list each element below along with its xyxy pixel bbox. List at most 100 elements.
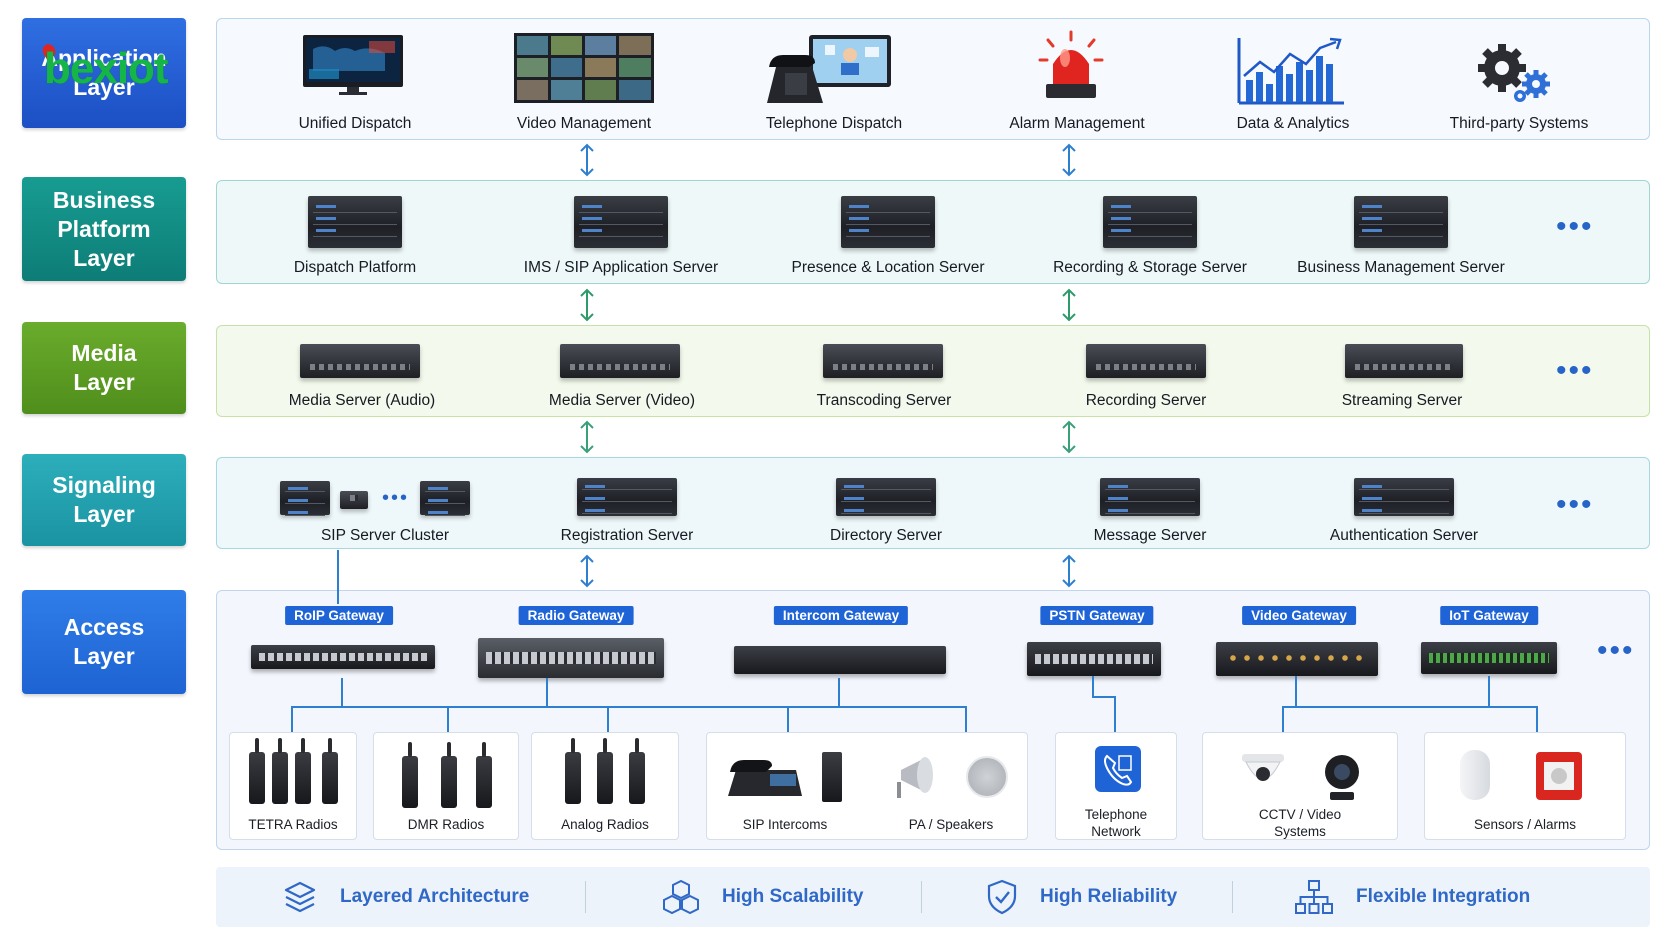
signaling-layer-label: Signaling Layer [52,472,156,527]
feature-separator-3 [1232,881,1233,913]
video-wall-icon [514,33,654,103]
arrow-media-sig-left [580,420,594,454]
feature-label-integration: Flexible Integration [1356,886,1531,907]
authentication-server-icon [1354,478,1454,516]
media-more-dots: ••• [1556,354,1594,387]
media-layer-tile: Media Layer [22,322,186,414]
media-transcoding-server: Transcoding Server [816,392,952,409]
signaling-layer-tile: Signaling Layer [22,454,186,546]
layers-icon [284,881,316,913]
application-layer-panel [216,18,1650,140]
arrow-media-sig-right [1062,420,1076,454]
arrow-sig-access-left [580,554,594,588]
app-third-party-systems: Third-party Systems [1449,115,1589,132]
bus-presence-location-server: Presence & Location Server [791,259,985,276]
ims-sip-server-icon [574,196,668,248]
bus-ims-sip-application-server: IMS / SIP Application Server [523,259,719,276]
arrow-bus-media-right [1062,288,1076,322]
pstn-gateway-label: PSTN Gateway [1040,606,1154,625]
signaling-more-dots: ••• [1556,488,1594,521]
radio-gateway-label: Radio Gateway [518,606,634,625]
bus-dispatch-platform: Dispatch Platform [293,259,417,276]
pstn-to-telephone-line [1114,696,1116,732]
sip-intercom-phone-icon [728,760,802,796]
media-server-audio: Media Server (Audio) [288,392,436,409]
sig-sip-server-cluster: SIP Server Cluster [320,527,450,544]
access-layer-label: Access Layer [63,614,145,669]
feature-flexible-integration: Flexible Integration [1294,867,1530,927]
sig-registration-server: Registration Server [560,527,694,544]
watermark-logo: bexiot [44,44,169,93]
application-layer-label: Application Layer [41,45,167,100]
video-gateway-label: Video Gateway [1242,606,1356,625]
feature-label-scalability: High Scalability [722,886,864,907]
feature-label-layered: Layered Architecture [340,886,530,907]
analog-radios-label: Analog Radios [561,817,649,832]
media-layer-label: Media Layer [71,340,137,395]
sensors-card [1424,732,1626,840]
feature-high-reliability: High Reliability [986,867,1177,927]
media-recording-server: Recording Server [1085,392,1207,409]
desk-phone-icon [767,35,891,103]
analog-radio-3-icon [629,738,645,804]
roip-drop-line [341,678,343,708]
application-layer-tile: Application Layer [22,18,186,128]
intercom-drop-line [838,678,840,708]
roip-gateway-device [251,645,435,669]
app-data-analytics: Data & Analytics [1236,115,1350,132]
analog-drop [607,706,609,732]
pa-horn-icon [897,757,933,798]
cctv-drop [1282,706,1284,732]
tetra-radio-1-icon [249,738,265,804]
sip-cluster-dots: ••• [382,487,410,509]
recording-storage-server-icon [1103,196,1197,248]
arrow-sig-access-right [1062,554,1076,588]
iot-gateway-device [1421,642,1557,674]
dispatch-platform-server-icon [308,196,402,248]
dmr-radio-1-icon [402,742,418,808]
pa-speakers-label: PA / Speakers [908,817,994,832]
presence-server-icon [841,196,935,248]
arrow-app-bus-right [1062,143,1076,177]
tetra-radio-2-icon [272,738,288,804]
iot-gateway-label: IoT Gateway [1440,606,1538,625]
ceiling-speaker-icon [966,756,1008,798]
registration-server-icon [577,478,677,516]
intercom-gateway-device [734,646,946,674]
roip-gateway-label: RoIP Gateway [285,606,393,625]
shield-check-icon [987,879,1017,915]
dmr-radio-3-icon [476,742,492,808]
gears-icon [1478,44,1550,102]
sig-message-server: Message Server [1093,527,1207,544]
sip-cluster-node-3-icon [420,481,470,515]
fire-alarm-icon [1536,752,1582,800]
alarm-beacon-icon [1038,30,1104,98]
tetra-radio-4-icon [322,738,338,804]
dmr-drop [447,706,449,732]
media-server-video: Media Server (Video) [548,392,696,409]
arrow-app-bus-left [580,143,594,177]
sig-authentication-server: Authentication Server [1329,527,1479,544]
feature-separator-1 [585,881,586,913]
app-telephone-dispatch: Telephone Dispatch [765,115,903,132]
media-streaming-server: Streaming Server [1341,392,1463,409]
tetra-drop [291,706,293,732]
feature-high-scalability: High Scalability [662,867,863,927]
tetra-radio-3-icon [295,738,311,804]
business-layer-label: Business Platform Layer [52,186,156,271]
media-video-server-icon [560,344,680,378]
bar-chart-icon [1237,37,1344,105]
message-server-icon [1100,478,1200,516]
business-management-server-icon [1354,196,1448,248]
ptz-camera-icon [1325,755,1359,800]
sensors-alarms-label: Sensors / Alarms [1473,817,1577,832]
analog-radio-2-icon [597,738,613,804]
sip-to-roip-connector [337,550,339,604]
telephone-network-icon [1095,746,1141,792]
business-more-dots: ••• [1556,210,1594,243]
media-audio-server-icon [300,344,420,378]
intercom-drop [787,706,789,732]
analog-radio-1-icon [565,738,581,804]
hierarchy-icon [1295,880,1333,914]
features-bar: Layered Architecture High Scalability Hi… [216,867,1650,927]
